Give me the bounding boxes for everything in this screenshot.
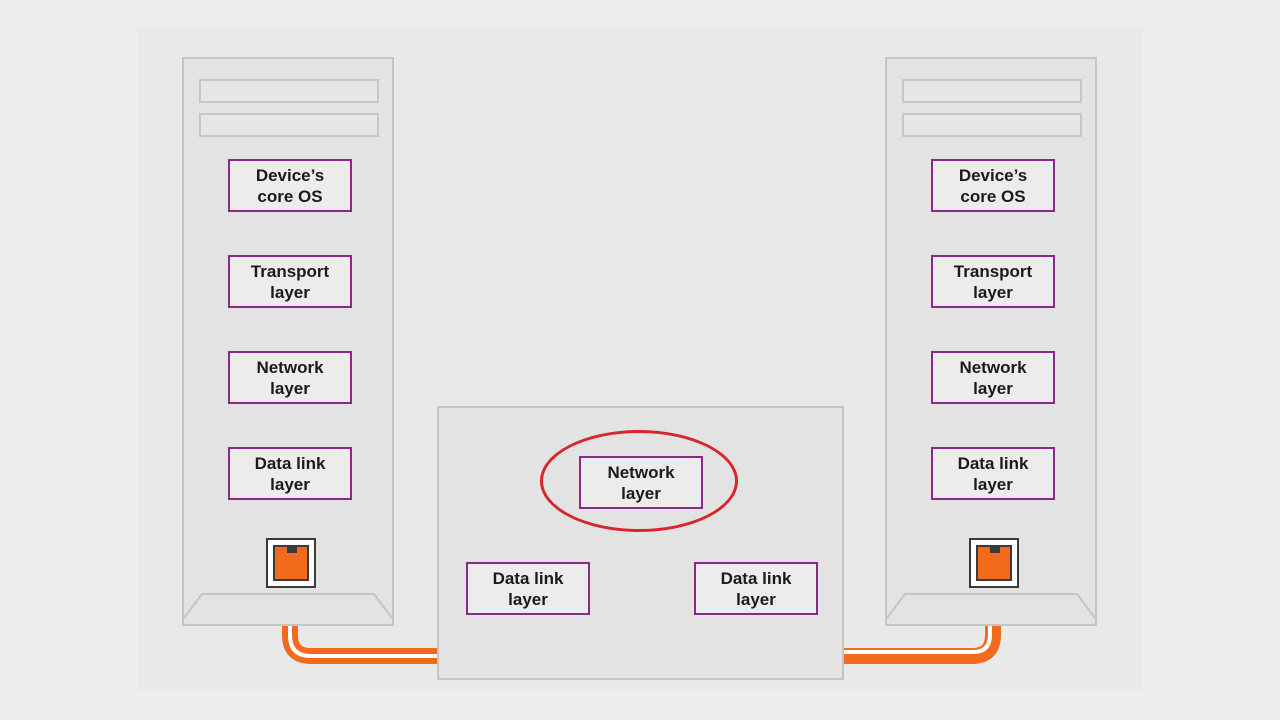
left-device: Device’s core OS Transport layer Network… xyxy=(182,57,394,626)
drive-bay xyxy=(199,113,379,137)
network-layer-highlight-ellipse xyxy=(540,430,738,532)
tower-base xyxy=(887,593,1095,619)
drive-bay xyxy=(902,113,1082,137)
drive-bay xyxy=(902,79,1082,103)
right-device: Device’s core OS Transport layer Network… xyxy=(885,57,1097,626)
port-notch xyxy=(287,547,297,553)
ethernet-port-icon xyxy=(969,538,1019,588)
left-data-link-layer: Data link layer xyxy=(228,447,352,500)
tower-base xyxy=(184,593,392,619)
right-transport-layer: Transport layer xyxy=(931,255,1055,308)
right-core-os-layer: Device’s core OS xyxy=(931,159,1055,212)
left-network-layer: Network layer xyxy=(228,351,352,404)
left-core-os-layer: Device’s core OS xyxy=(228,159,352,212)
drive-bay xyxy=(199,79,379,103)
port-notch xyxy=(990,547,1000,553)
port-jack xyxy=(273,545,309,581)
router-data-link-layer-left: Data link layer xyxy=(466,562,590,615)
ethernet-port-icon xyxy=(266,538,316,588)
right-data-link-layer: Data link layer xyxy=(931,447,1055,500)
left-transport-layer: Transport layer xyxy=(228,255,352,308)
router-data-link-layer-right: Data link layer xyxy=(694,562,818,615)
port-jack xyxy=(976,545,1012,581)
right-network-layer: Network layer xyxy=(931,351,1055,404)
